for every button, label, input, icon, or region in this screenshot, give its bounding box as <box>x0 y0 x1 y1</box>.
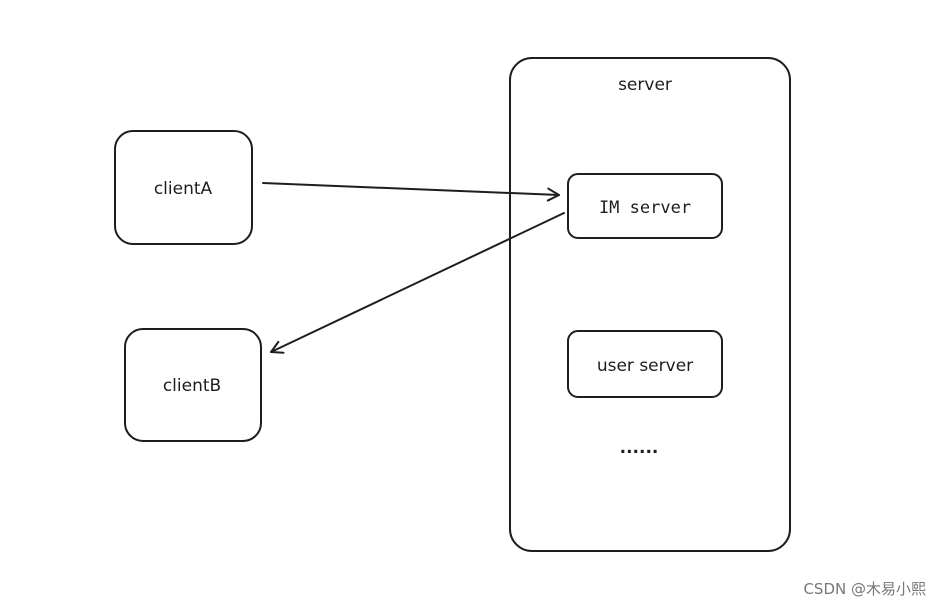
server-container-label: server <box>618 75 672 95</box>
more-services-ellipsis: ...... <box>620 438 659 458</box>
arrow-im-server-to-client-b <box>270 212 565 354</box>
server-container-box <box>509 57 791 552</box>
user-server-label: user server <box>597 356 693 376</box>
user-server-node: user server <box>567 330 723 398</box>
client-b-label: clientB <box>163 376 221 396</box>
user-server-box <box>567 330 723 398</box>
im-server-box <box>567 173 723 239</box>
client-a-node: clientA <box>114 130 253 245</box>
arrow-client-a-to-im-server <box>262 182 560 202</box>
client-b-box <box>124 328 262 442</box>
client-b-node: clientB <box>124 328 262 442</box>
server-container: server <box>509 57 791 552</box>
im-server-node: IM server <box>567 173 723 239</box>
client-a-label: clientA <box>154 179 213 199</box>
im-server-label: IM server <box>599 198 691 218</box>
watermark-text: CSDN @木易小熙 <box>803 580 926 598</box>
client-a-box <box>114 130 253 245</box>
